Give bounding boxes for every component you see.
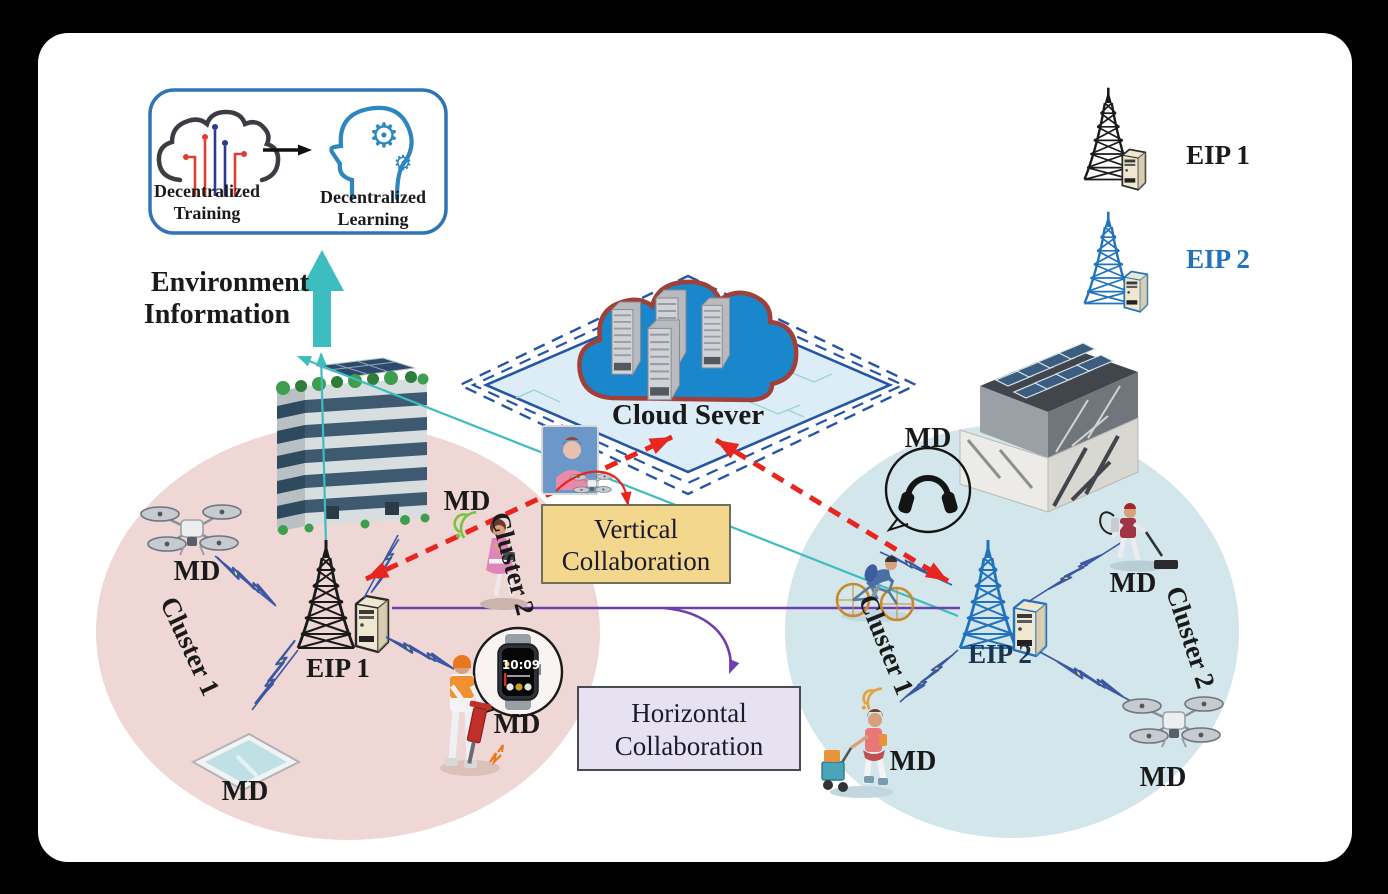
environment-arrow (300, 250, 344, 347)
vertical-collab-line2: Collaboration (562, 546, 711, 576)
md-label-controller-woman: MD (444, 486, 491, 517)
training-label-line1: Decentralized (154, 181, 260, 201)
controller-woman-icon (453, 425, 614, 610)
eip1-server-icon (354, 594, 390, 654)
horizontal-callout-arrow (663, 606, 733, 671)
gear-icon: ⚙ (394, 151, 413, 175)
training-label-line2: Training (174, 203, 241, 223)
decentralized-pipeline-box: ⚙ ⚙ Decentralized Training Decentralized… (148, 88, 448, 235)
brain-gears-icon: ⚙ ⚙ (329, 105, 414, 201)
cyclist-icon (835, 556, 915, 622)
md-label-drone-left: MD (174, 556, 221, 587)
learning-label-line1: Decentralized (320, 187, 426, 207)
eip2-station: EIP 2 (958, 538, 1048, 669)
eip1-label: EIP 1 (306, 653, 370, 683)
md-label-cleaner: MD (1110, 568, 1157, 599)
legend-eip1-server-icon (1121, 148, 1147, 191)
vertical-collab-links (362, 429, 953, 589)
md-label-traveler: MD (890, 746, 937, 777)
smartwatch-icon: 10:09 (472, 626, 564, 718)
gear-icon: ⚙ (369, 116, 399, 156)
md-label-drone-right: MD (1140, 762, 1187, 793)
circuit-traces (515, 371, 833, 418)
legend: EIP 1 EIP 2 (1083, 86, 1250, 313)
roof-trees (276, 371, 429, 395)
tablet-icon (190, 732, 302, 792)
cloud-server-icon (577, 279, 799, 403)
md-label-headphones: MD (905, 423, 952, 454)
environment-flow-lines (294, 250, 959, 618)
legend-eip2-server-icon (1123, 270, 1149, 313)
horizontal-collab-line2: Collaboration (615, 731, 764, 761)
legend-eip2-label: EIP 2 (1186, 244, 1250, 274)
office-building-icon (276, 357, 430, 535)
solar-panels (994, 342, 1115, 399)
signal-icon (453, 510, 477, 539)
vertical-collaboration-box: Vertical Collaboration (541, 504, 731, 584)
horizontal-collaboration-box: Horizontal Collaboration (577, 686, 801, 771)
robot-cleaner-icon (1099, 503, 1178, 572)
environment-label-line1: Environment (151, 267, 310, 298)
environment-label-line2: Information (144, 299, 291, 330)
watch-time: 10:09 (502, 658, 540, 672)
md-label-watch: MD (494, 709, 541, 740)
legend-eip1-label: EIP 1 (1186, 140, 1250, 170)
worker-icon (440, 655, 504, 776)
cloud-server-label: Cloud Sever (612, 399, 764, 431)
vertical-collab-line1: Vertical (594, 514, 678, 544)
learning-label-line2: Learning (337, 209, 408, 229)
traveler-icon (821, 687, 894, 798)
eip1-station: EIP 1 (296, 538, 390, 683)
solar-building-icon (959, 342, 1139, 513)
cloud-circuit-icon (156, 109, 281, 196)
horizontal-collab-line1: Horizontal (631, 698, 746, 728)
eip2-label: EIP 2 (968, 639, 1032, 669)
signal-icon (861, 687, 882, 710)
md-label-tablet: MD (222, 776, 269, 807)
headphones-icon (884, 446, 972, 534)
